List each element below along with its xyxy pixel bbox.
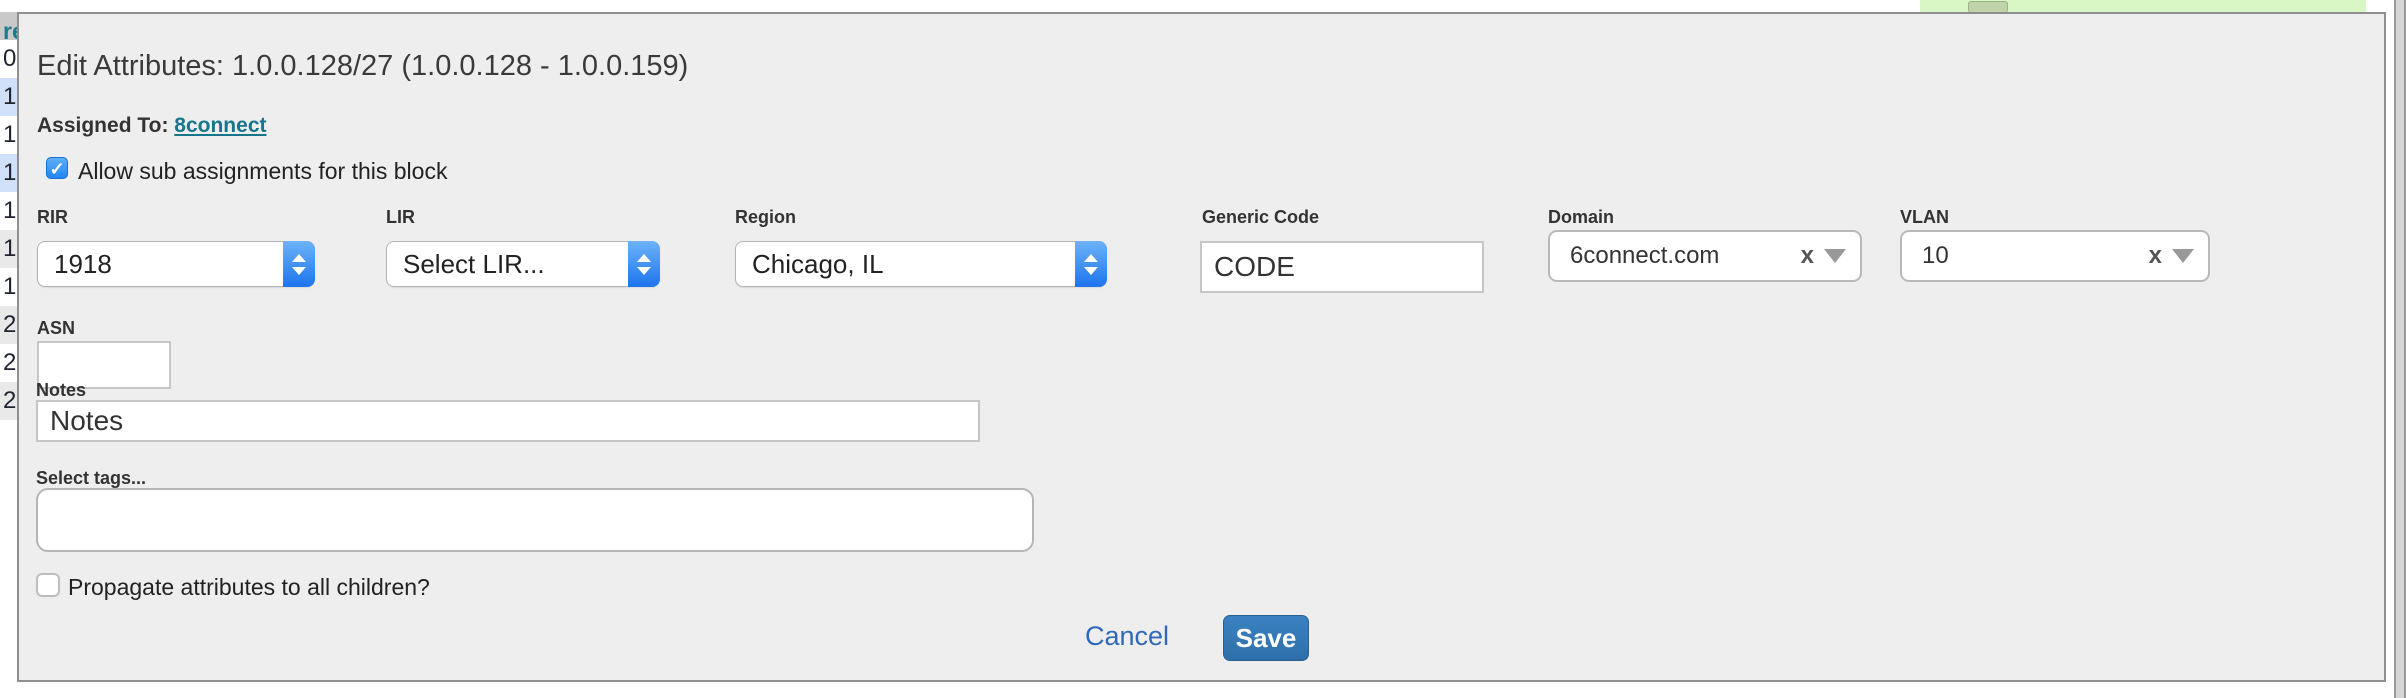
background-table-row-fragment: 23 (0, 382, 17, 420)
background-table-row-fragment: 16 (0, 116, 17, 154)
background-table-row-fragment: 19 (0, 154, 17, 192)
generic-code-value: CODE (1214, 251, 1295, 282)
lir-select-value: Select LIR... (403, 248, 545, 279)
chevron-down-icon[interactable] (2172, 249, 2194, 263)
background-table-row-fragment: 19 (0, 192, 17, 230)
propagate-checkbox[interactable] (36, 573, 60, 597)
domain-combobox[interactable]: 6connect.com x (1548, 230, 1862, 282)
scrollbar[interactable] (2394, 0, 2406, 698)
lir-label: LIR (386, 207, 415, 227)
background-table-row-fragment: 20 (0, 344, 17, 382)
notes-value: Notes (50, 405, 124, 436)
notes-input[interactable]: Notes (36, 400, 980, 442)
background-table-row-fragment: 20 (0, 306, 17, 344)
background-table-row-fragment: 12 (0, 78, 17, 116)
rir-select-value: 1918 (54, 248, 112, 279)
asn-input[interactable] (37, 341, 171, 389)
stepper-icon (1075, 241, 1107, 287)
rir-select[interactable]: 1918 (37, 241, 315, 287)
tags-label: Select tags... (36, 468, 147, 488)
vlan-label: VLAN (1900, 207, 1949, 227)
generic-code-label: Generic Code (1202, 207, 1320, 227)
assigned-to-row: Assigned To: 8connect (37, 114, 267, 138)
lir-select[interactable]: Select LIR... (386, 241, 660, 287)
rir-label: RIR (37, 207, 68, 227)
modal-title: Edit Attributes: 1.0.0.128/27 (1.0.0.128… (37, 50, 689, 82)
region-label: Region (735, 207, 796, 227)
allow-sub-label: Allow sub assignments for this block (78, 158, 448, 184)
assigned-to-label: Assigned To: (37, 114, 169, 137)
vlan-value: 10 (1922, 242, 1949, 269)
vlan-combobox[interactable]: 10 x (1900, 230, 2210, 282)
cancel-button[interactable]: Cancel (1085, 621, 1170, 651)
propagate-label: Propagate attributes to all children? (68, 574, 430, 600)
clear-icon[interactable]: x (2148, 242, 2162, 269)
tags-input[interactable] (36, 488, 1034, 552)
background-table-row-fragment: 19 (0, 230, 17, 268)
region-select-value: Chicago, IL (752, 248, 884, 279)
stepper-icon (628, 241, 660, 287)
background-table-sliver: re0.121619191919202023 (0, 12, 17, 532)
asn-label: ASN (37, 318, 76, 338)
generic-code-input[interactable]: CODE (1200, 241, 1484, 293)
clear-icon[interactable]: x (1800, 242, 1814, 269)
chevron-down-icon[interactable] (1824, 249, 1846, 263)
notes-label: Notes (36, 380, 87, 400)
assigned-to-link[interactable]: 8connect (174, 114, 267, 137)
background-table-row-fragment: 0. (0, 40, 17, 78)
domain-value: 6connect.com (1570, 242, 1720, 269)
allow-sub-checkbox[interactable]: ✓ (46, 157, 68, 179)
background-table-row-fragment: 19 (0, 268, 17, 306)
edit-attributes-modal (17, 12, 2386, 682)
stepper-icon (283, 241, 315, 287)
domain-label: Domain (1548, 207, 1615, 227)
region-select[interactable]: Chicago, IL (735, 241, 1107, 287)
save-button[interactable]: Save (1223, 615, 1309, 661)
